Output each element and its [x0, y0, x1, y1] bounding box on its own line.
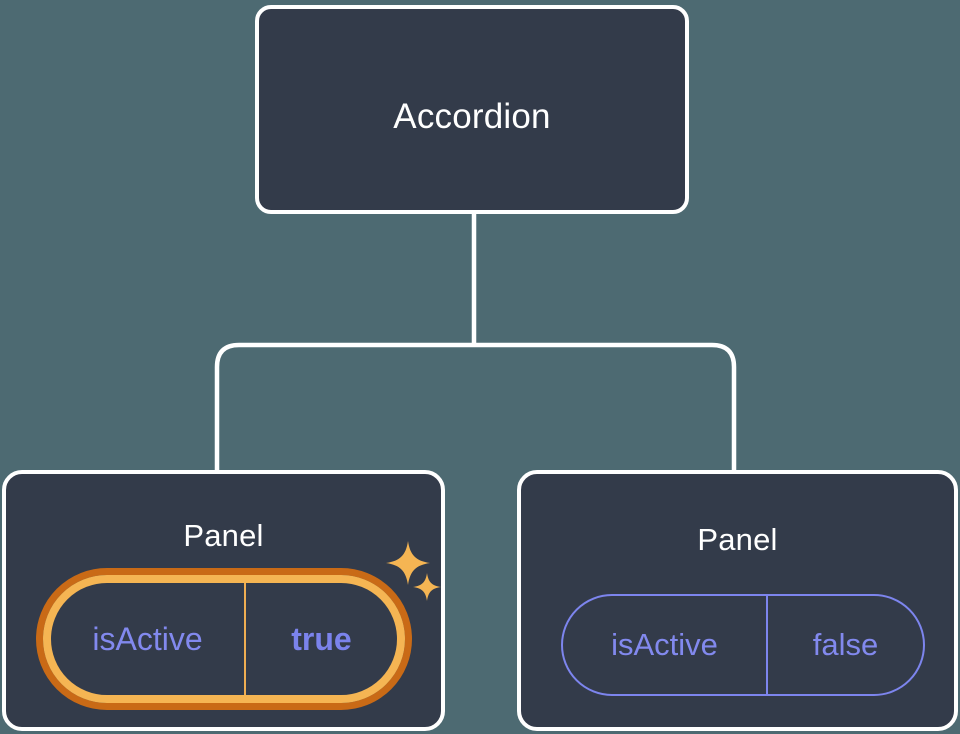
prop-value-true: true: [291, 620, 352, 657]
node-panel-right[interactable]: Panel isActive false: [517, 470, 958, 731]
connector-branch-bar: [214, 342, 737, 470]
prop-key-isactive: isActive: [51, 583, 246, 695]
node-accordion-title: Accordion: [393, 97, 551, 136]
node-accordion[interactable]: Accordion: [255, 5, 689, 214]
prop-pill-isactive-true[interactable]: isActive true: [36, 568, 412, 710]
prop-key-isactive: isActive: [563, 596, 768, 694]
prop-pill-isactive-false[interactable]: isActive false: [561, 594, 925, 696]
prop-value-false: false: [812, 627, 879, 662]
prop-pill-inner-ring: isActive true: [43, 575, 405, 703]
node-panel-left-title: Panel: [183, 518, 264, 553]
node-panel-right-title: Panel: [697, 522, 778, 557]
